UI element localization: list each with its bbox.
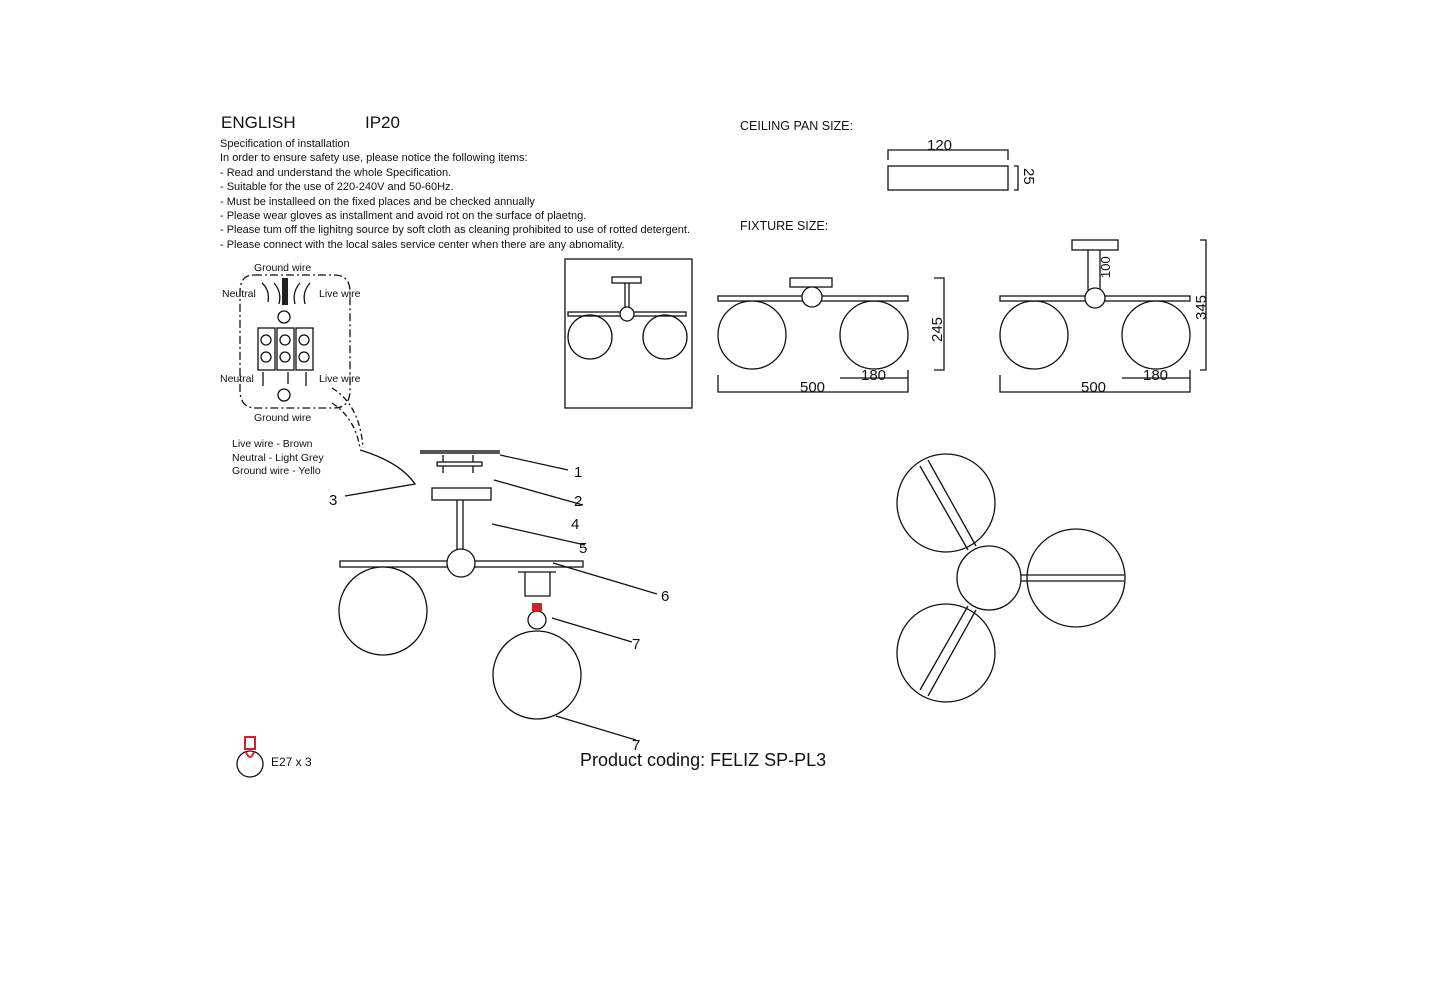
spec-item: - Please connect with the local sales se… <box>220 239 625 251</box>
part-label: 5 <box>579 540 587 557</box>
ceiling-pan-height: 25 <box>1020 168 1037 185</box>
spec-item: - Please wear gloves as installment and … <box>220 210 586 222</box>
product-coding: Product coding: FELIZ SP-PL3 <box>580 750 826 770</box>
wire-label-live-top: Live wire <box>319 288 361 300</box>
wiring-diagram: Ground wire Neutral Live wire Neutral Li… <box>220 262 417 497</box>
fixture-size-label: FIXTURE SIZE: <box>740 219 828 233</box>
part-label: 2 <box>574 493 582 510</box>
dim-width: 500 <box>1081 379 1106 396</box>
dim-globe: 180 <box>861 367 886 384</box>
part-label: 7 <box>632 636 640 653</box>
part-label: 7 <box>632 737 640 754</box>
part-label: 6 <box>661 588 669 605</box>
ceiling-pan-width: 120 <box>927 137 952 154</box>
wire-color-neutral: Neutral - Light Grey <box>232 452 324 464</box>
dim-width: 500 <box>800 379 825 396</box>
dim-globe: 180 <box>1143 367 1168 384</box>
ceiling-pan-drawing: 120 25 <box>887 137 1037 191</box>
wire-label-ground-bottom: Ground wire <box>254 412 311 424</box>
fixture-preview <box>564 258 693 409</box>
dim-height-min: 245 <box>929 317 946 342</box>
part-label: 3 <box>329 492 337 509</box>
spec-title: Specification of installation <box>220 138 350 150</box>
dim-height-max: 345 <box>1193 295 1210 320</box>
fixture-front-view-extended: 100 500 180 345 <box>999 239 1210 396</box>
dim-stem: 100 <box>1098 256 1113 278</box>
wire-color-ground: Ground wire - Yello <box>232 465 321 477</box>
part-label: 4 <box>571 516 579 533</box>
spec-item: - Suitable for the use of 220-240V and 5… <box>220 181 454 193</box>
spec-item: - Must be installeed on the fixed places… <box>220 196 535 208</box>
part-label: 1 <box>574 464 582 481</box>
exploded-view: 1 2 3 4 5 6 7 7 <box>329 450 669 754</box>
wire-label-ground-top: Ground wire <box>254 262 311 274</box>
bulb-icon <box>236 736 264 778</box>
wire-label-neutral-bottom: Neutral <box>220 373 254 385</box>
language-heading: ENGLISH <box>221 113 296 132</box>
ceiling-pan-label: CEILING PAN SIZE: <box>740 119 853 133</box>
wire-label-neutral-top: Neutral <box>222 288 256 300</box>
spec-intro: In order to ensure safety use, please no… <box>220 152 528 164</box>
wire-color-live: Live wire - Brown <box>232 438 313 450</box>
fixture-front-view-flush: 500 180 245 <box>717 277 946 396</box>
ip-rating: IP20 <box>365 113 400 132</box>
spec-item: - Please tum off the lighitng source by … <box>220 224 690 236</box>
spec-item: - Read and understand the whole Specific… <box>220 167 451 179</box>
fixture-top-view <box>896 453 1126 703</box>
wire-label-live-bottom: Live wire <box>319 373 361 385</box>
bulb-spec: E27 x 3 <box>271 755 312 769</box>
